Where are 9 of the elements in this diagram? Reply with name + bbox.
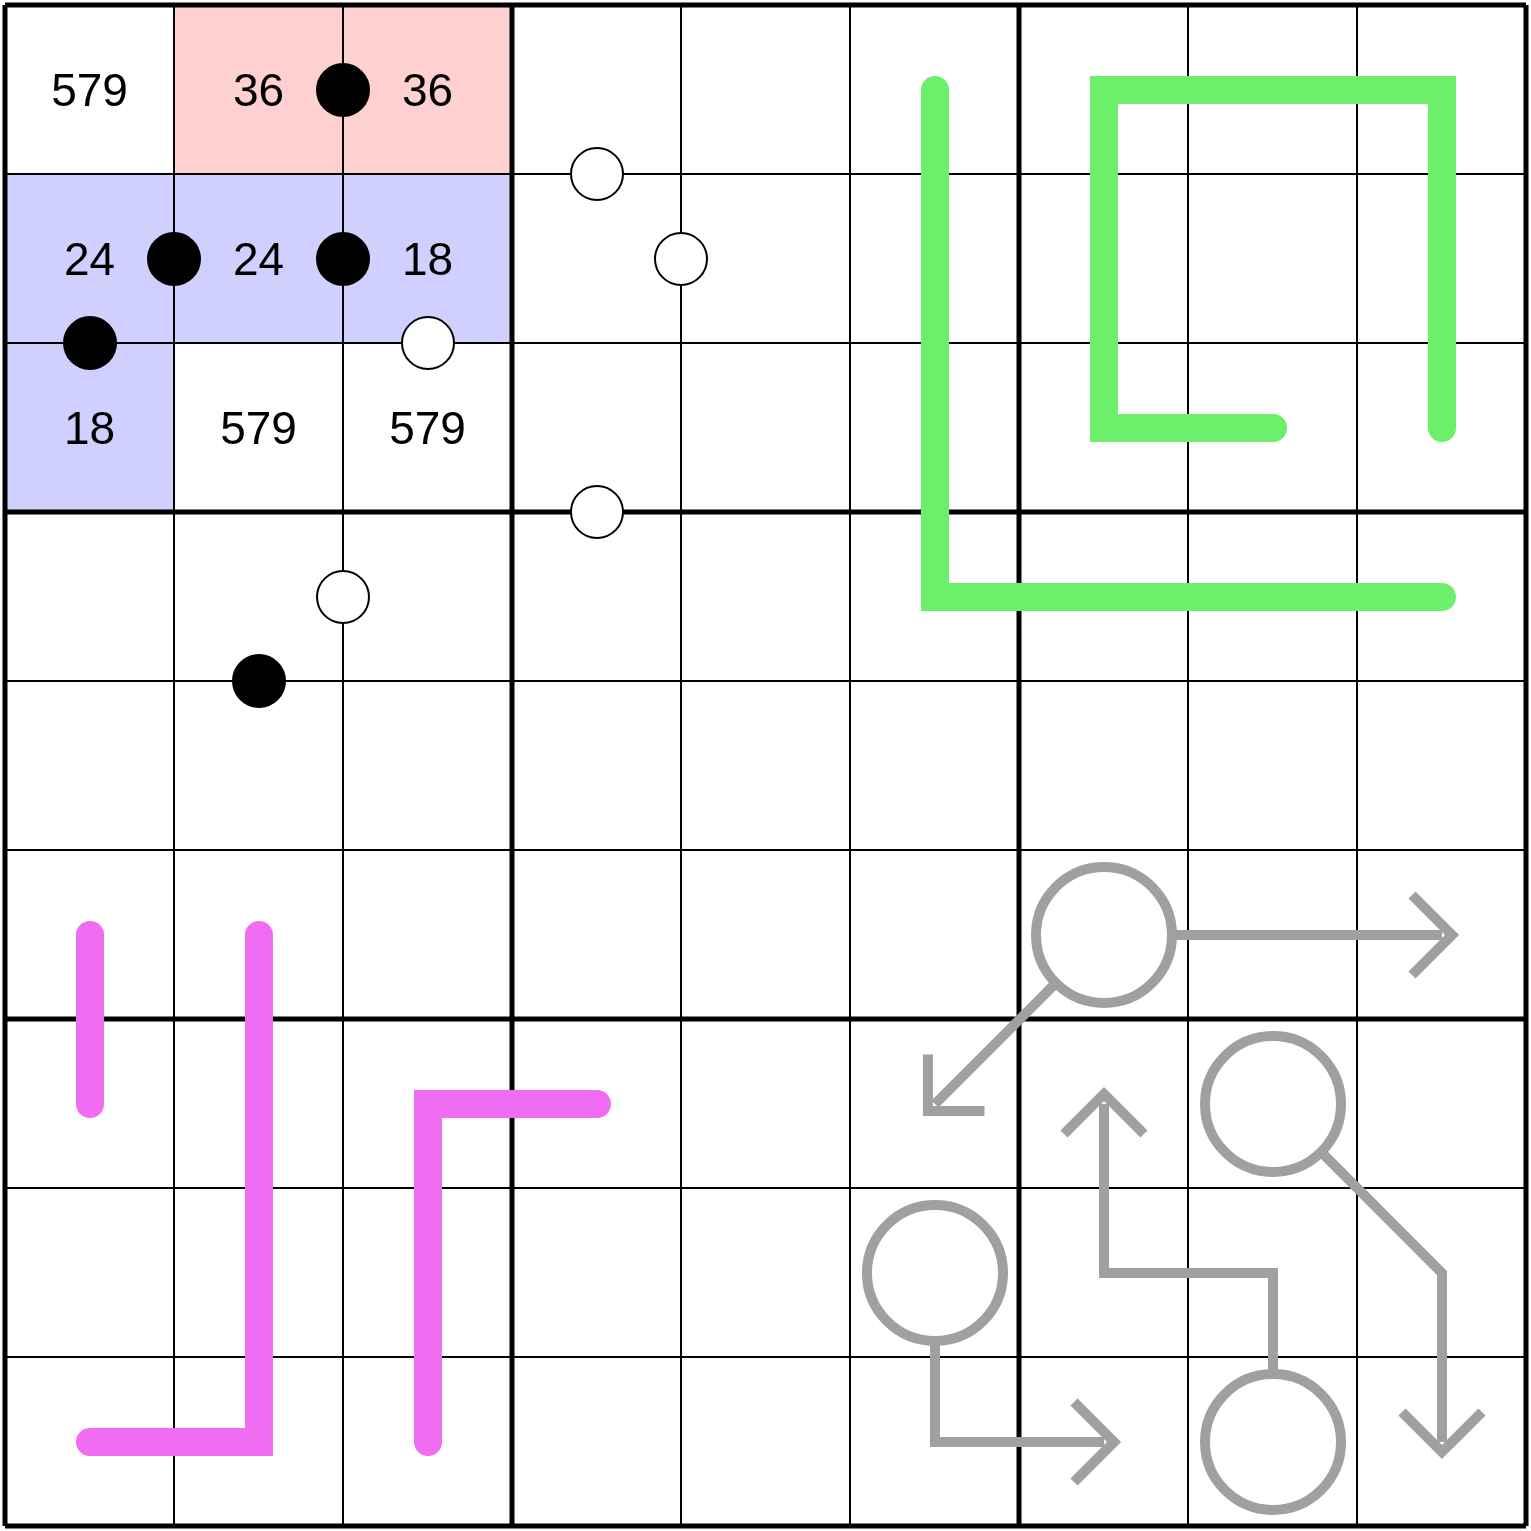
pencil-mark: 18 (401, 232, 454, 285)
pencil-mark: 36 (401, 63, 454, 116)
pencil-mark: 24 (232, 232, 285, 285)
pencil-mark: 579 (220, 401, 297, 454)
pencil-mark: 579 (389, 401, 466, 454)
pencil-mark: 579 (51, 63, 128, 116)
pencil-mark: 24 (63, 232, 116, 285)
pencil-mark: 36 (232, 63, 285, 116)
pencil-mark: 18 (63, 401, 116, 454)
